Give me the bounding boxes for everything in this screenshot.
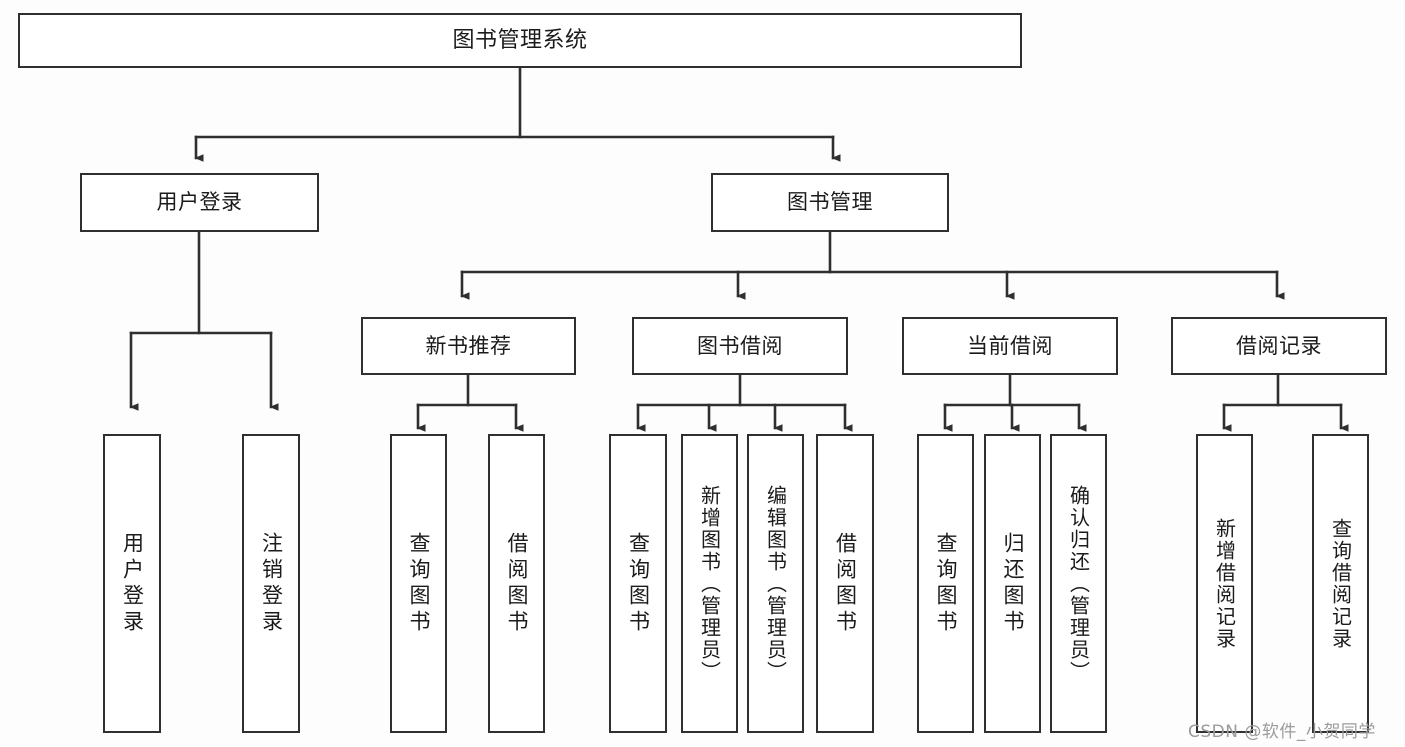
node-label: 用户登录 bbox=[120, 531, 145, 636]
node-label: 借阅图书 bbox=[833, 531, 858, 636]
node-label: 查询图书 bbox=[407, 531, 431, 636]
node-label: 当前借阅 bbox=[967, 333, 1053, 358]
node-label: 归还图书 bbox=[1001, 531, 1025, 636]
csdn-watermark: CSDN @软件_小贺同学 bbox=[1188, 717, 1376, 742]
node-label: 图书管理系统 bbox=[452, 27, 588, 53]
node-new-book-recommend[interactable]: 新书推荐 bbox=[361, 317, 576, 375]
leaf-user-logout[interactable]: 注销登录 bbox=[242, 434, 300, 733]
node-label: 新书推荐 bbox=[425, 333, 512, 358]
node-label: 查询图书 bbox=[934, 531, 958, 636]
node-label: 新增图书（管理员） bbox=[697, 484, 722, 683]
node-label: 图书管理 bbox=[787, 190, 873, 215]
node-label: 用户登录 bbox=[156, 190, 243, 215]
node-book-borrow[interactable]: 图书借阅 bbox=[632, 317, 848, 375]
node-root-system[interactable]: 图书管理系统 bbox=[18, 13, 1022, 68]
node-label: 新增借阅记录 bbox=[1212, 517, 1237, 650]
node-label: 查询借阅记录 bbox=[1328, 517, 1353, 650]
leaf-current-confirm-return[interactable]: 确认归还（管理员） bbox=[1050, 434, 1107, 733]
leaf-recommend-borrow-book[interactable]: 借阅图书 bbox=[488, 434, 545, 733]
watermark-text: CSDN @软件_小贺同学 bbox=[1188, 722, 1376, 742]
node-label: 借阅图书 bbox=[505, 531, 529, 636]
leaf-borrow-add-book[interactable]: 新增图书（管理员） bbox=[681, 434, 738, 733]
node-label: 注销登录 bbox=[259, 531, 284, 636]
leaf-user-login[interactable]: 用户登录 bbox=[103, 434, 161, 733]
leaf-borrow-borrow-book[interactable]: 借阅图书 bbox=[816, 434, 874, 733]
node-label: 编辑图书（管理员） bbox=[763, 484, 788, 683]
node-label: 查询图书 bbox=[626, 531, 651, 636]
leaf-borrow-edit-book[interactable]: 编辑图书（管理员） bbox=[747, 434, 804, 733]
leaf-borrow-query-book[interactable]: 查询图书 bbox=[609, 434, 667, 733]
node-current-borrow[interactable]: 当前借阅 bbox=[902, 317, 1118, 375]
leaf-current-return-book[interactable]: 归还图书 bbox=[984, 434, 1041, 733]
leaf-record-add-record[interactable]: 新增借阅记录 bbox=[1196, 434, 1253, 733]
node-user-login[interactable]: 用户登录 bbox=[80, 173, 319, 232]
node-borrow-record[interactable]: 借阅记录 bbox=[1171, 317, 1387, 375]
node-label: 图书借阅 bbox=[697, 333, 783, 358]
node-book-management[interactable]: 图书管理 bbox=[711, 173, 949, 232]
node-label: 借阅记录 bbox=[1236, 333, 1322, 358]
leaf-recommend-query-book[interactable]: 查询图书 bbox=[390, 434, 447, 733]
node-label: 确认归还（管理员） bbox=[1066, 484, 1091, 683]
leaf-current-query-book[interactable]: 查询图书 bbox=[917, 434, 974, 733]
leaf-record-query-record[interactable]: 查询借阅记录 bbox=[1312, 434, 1369, 733]
